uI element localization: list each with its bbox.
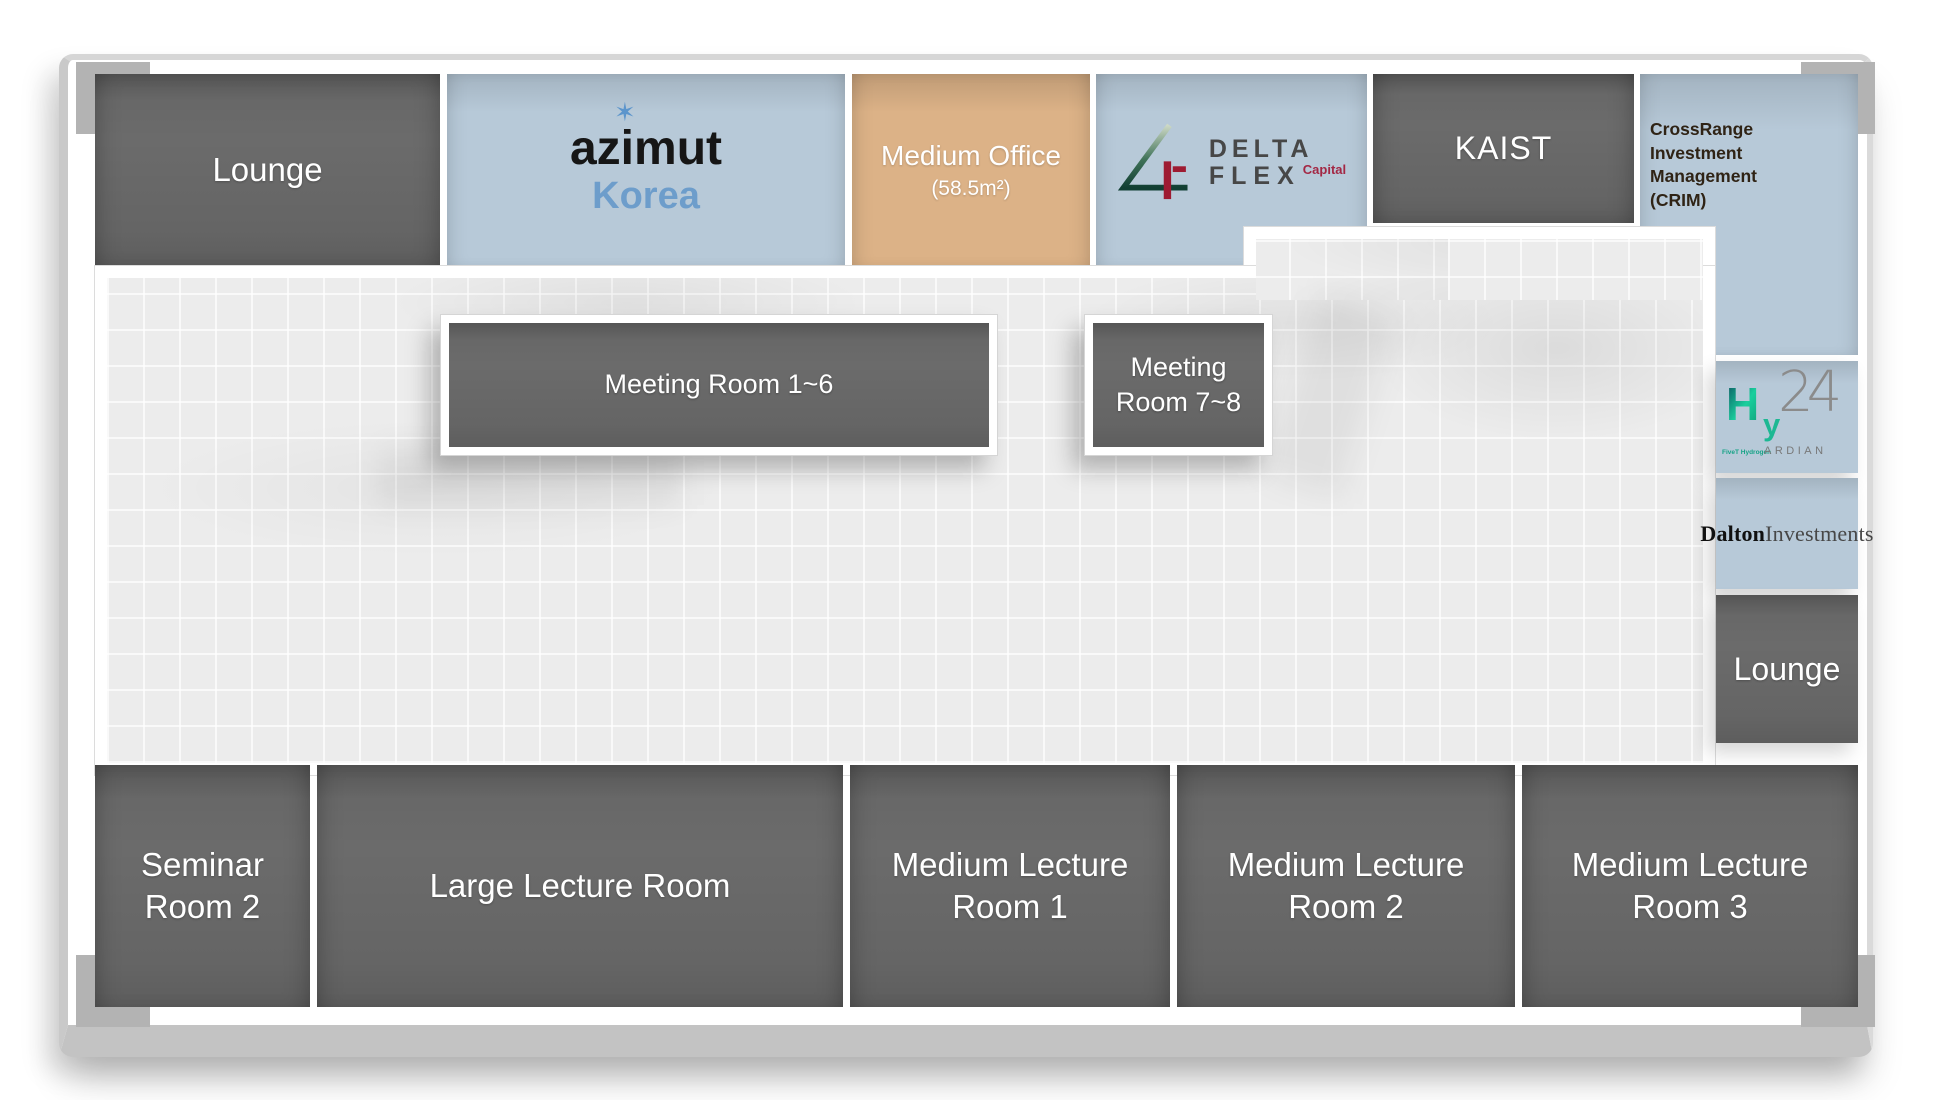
ardian-label: ARDIAN bbox=[1764, 445, 1827, 457]
deltaflex-triangle-icon bbox=[1117, 123, 1188, 200]
floor-shadow-streak-2 bbox=[380, 450, 680, 505]
room-dalton: DaltonInvestments bbox=[1700, 478, 1873, 589]
medium-office-name: Medium Office bbox=[881, 140, 1061, 172]
room-meeting-1-6: Meeting Room 1~6 bbox=[441, 315, 997, 455]
room-medium-lecture-2: Medium Lecture Room 2 bbox=[1177, 765, 1515, 1007]
azimut-country: Korea bbox=[592, 175, 700, 217]
room-lounge-top: Lounge bbox=[95, 74, 440, 266]
meeting-7-8-line2: Room 7~8 bbox=[1115, 387, 1242, 417]
room-medium-lecture-1: Medium Lecture Room 1 bbox=[850, 765, 1170, 1007]
seminar-2-label: Seminar Room 2 bbox=[141, 844, 264, 928]
floor-area-notch bbox=[1256, 239, 1703, 300]
medium-lecture-3-line2: Room 3 bbox=[1632, 888, 1748, 925]
medium-office-label: Medium Office (58.5m²) bbox=[881, 138, 1061, 202]
room-lounge-right-label: Lounge bbox=[1733, 650, 1841, 687]
room-seminar-2: Seminar Room 2 bbox=[95, 765, 310, 1007]
crim-line3: (CRIM) bbox=[1650, 189, 1707, 210]
room-kaist: KAIST bbox=[1373, 74, 1634, 223]
medium-lecture-2-line1: Medium Lecture bbox=[1227, 845, 1465, 883]
crim-line1: CrossRange bbox=[1650, 119, 1754, 139]
medium-lecture-1-label: Medium Lecture Room 1 bbox=[892, 844, 1129, 928]
fivet-hydrogen-label: FiveT Hydrogen bbox=[1722, 449, 1772, 456]
room-meeting-7-8: Meeting Room 7~8 bbox=[1085, 315, 1272, 455]
hy24-number: 24 bbox=[1778, 360, 1842, 425]
medium-lecture-1-line2: Room 1 bbox=[952, 888, 1068, 925]
crim-line2: Investment Management bbox=[1650, 142, 1757, 187]
dalton-investments-logo: DaltonInvestments bbox=[1700, 521, 1873, 547]
room-lounge-top-label: Lounge bbox=[212, 150, 323, 188]
azimut-name: azimut bbox=[569, 122, 722, 175]
meeting-1-6-label: Meeting Room 1~6 bbox=[604, 369, 834, 400]
hy24-y: y bbox=[1763, 407, 1781, 442]
dalton-word: Dalton bbox=[1700, 520, 1766, 546]
medium-lecture-3-line1: Medium Lecture bbox=[1571, 845, 1809, 883]
medium-lecture-3-label: Medium Lecture Room 3 bbox=[1572, 844, 1809, 928]
medium-lecture-2-label: Medium Lecture Room 2 bbox=[1228, 844, 1465, 928]
capital-word: Capital bbox=[1302, 162, 1347, 177]
delta-word: DELTA bbox=[1208, 135, 1314, 163]
meeting-7-8-line1: Meeting bbox=[1130, 351, 1227, 382]
seminar-2-line2: Room 2 bbox=[144, 888, 261, 925]
medium-lecture-2-line2: Room 2 bbox=[1288, 888, 1404, 925]
room-medium-office: Medium Office (58.5m²) bbox=[852, 74, 1090, 266]
room-azimut: ✶ azimut Korea bbox=[447, 74, 845, 266]
medium-lecture-1-line1: Medium Lecture bbox=[891, 845, 1129, 883]
kaist-label: KAIST bbox=[1454, 130, 1553, 166]
hy24-h: H bbox=[1726, 378, 1760, 430]
investments-word: Investments bbox=[1765, 520, 1874, 546]
medium-office-area: (58.5m²) bbox=[931, 176, 1011, 200]
hy24-ardian-logo: H y 24 FiveT Hydrogen ARDIAN bbox=[1716, 361, 1858, 473]
flex-text: FLEX bbox=[1208, 162, 1301, 190]
meeting-7-8-label: Meeting Room 7~8 bbox=[1116, 350, 1241, 420]
seminar-2-line1: Seminar bbox=[141, 845, 264, 883]
room-large-lecture: Large Lecture Room bbox=[317, 765, 843, 1007]
room-lounge-right: Lounge bbox=[1716, 595, 1858, 743]
azimut-star-icon: ✶ bbox=[613, 97, 636, 127]
room-medium-lecture-3: Medium Lecture Room 3 bbox=[1522, 765, 1858, 1007]
room-hy24: H y 24 FiveT Hydrogen ARDIAN bbox=[1716, 361, 1858, 473]
azimut-logo: ✶ azimut Korea bbox=[569, 99, 722, 217]
crim-label: CrossRange Investment Management (CRIM) bbox=[1640, 74, 1858, 213]
large-lecture-label: Large Lecture Room bbox=[429, 866, 731, 904]
